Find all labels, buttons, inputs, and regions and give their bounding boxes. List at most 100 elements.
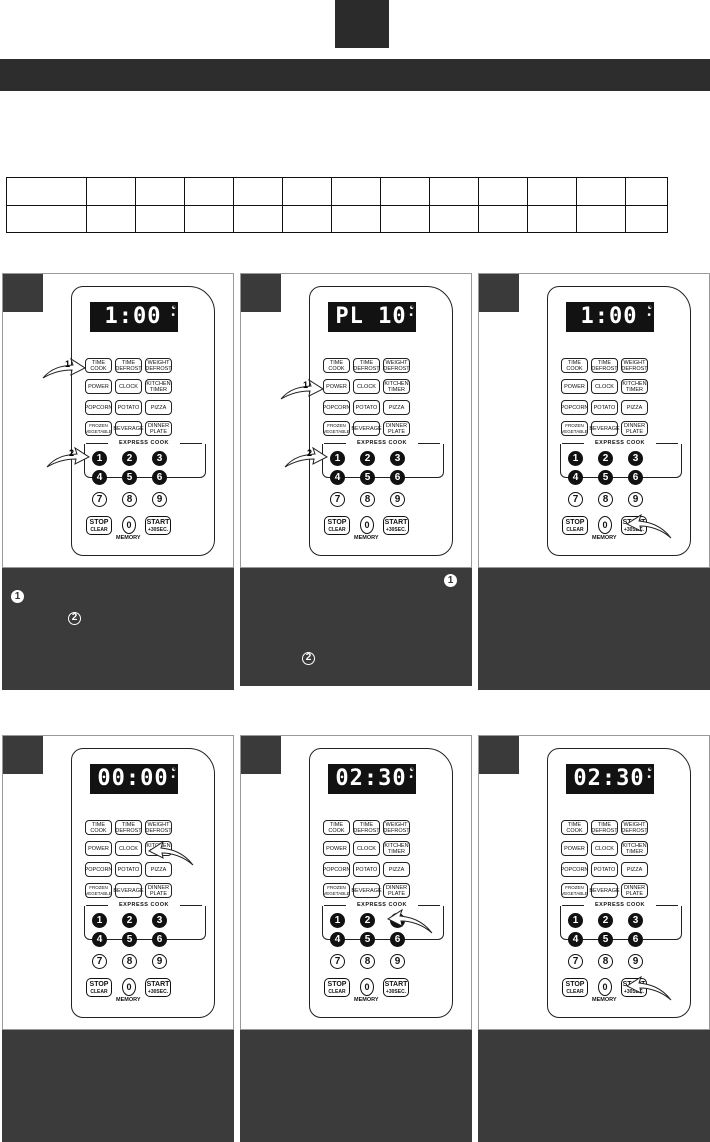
number-8-button[interactable]: 8 [360,492,375,507]
clock-button[interactable]: CLOCK [115,841,142,856]
number-3-button[interactable]: 3 [390,451,405,466]
time-cook-button[interactable]: TIME COOK [85,820,112,835]
time-cook-button[interactable]: TIME COOK [561,358,588,373]
beverage-button[interactable]: BEVERAGE [113,421,144,436]
start-button[interactable]: START+30SEC. [383,978,409,997]
number-6-button[interactable]: 6 [390,470,405,485]
time-cook-button[interactable]: TIME COOK [561,820,588,835]
time-cook-button[interactable]: TIME COOK [323,358,350,373]
number-8-button[interactable]: 8 [598,492,613,507]
number-1-button[interactable]: 1 [568,913,583,928]
number-0-button[interactable]: 0 [598,516,612,534]
dinner-plate-button[interactable]: DINNER PLATE [383,421,410,436]
dinner-plate-button[interactable]: DINNER PLATE [145,421,172,436]
potato-button[interactable]: POTATO [591,862,618,877]
weight-defrost-button[interactable]: WEIGHT DEFROST [383,820,410,835]
number-4-button[interactable]: 4 [330,932,345,947]
number-3-button[interactable]: 3 [628,451,643,466]
number-8-button[interactable]: 8 [598,954,613,969]
power-button[interactable]: POWER [561,379,588,394]
potato-button[interactable]: POTATO [591,400,618,415]
number-5-button[interactable]: 5 [598,470,613,485]
kitchen-timer-button[interactable]: KITCHEN TIMER [621,379,648,394]
weight-defrost-button[interactable]: WEIGHT DEFROST [145,358,172,373]
number-4-button[interactable]: 4 [92,470,107,485]
popcorn-button[interactable]: POPCORN [561,862,588,877]
beverage-button[interactable]: BEVERAGE [351,421,382,436]
number-0-button[interactable]: 0 [360,978,374,996]
potato-button[interactable]: POTATO [353,862,380,877]
number-9-button[interactable]: 9 [390,954,405,969]
beverage-button[interactable]: BEVERAGE [589,421,620,436]
number-7-button[interactable]: 7 [92,954,107,969]
dinner-plate-button[interactable]: DINNER PLATE [621,421,648,436]
popcorn-button[interactable]: POPCORN [85,400,112,415]
number-9-button[interactable]: 9 [390,492,405,507]
frozen-vegetable-button[interactable]: FROZEN VEGETABLE [85,883,112,898]
kitchen-timer-button[interactable]: KITCHEN TIMER [621,841,648,856]
frozen-vegetable-button[interactable]: FROZEN VEGETABLE [561,421,588,436]
number-2-button[interactable]: 2 [360,913,375,928]
pizza-button[interactable]: PIZZA [621,862,648,877]
weight-defrost-button[interactable]: WEIGHT DEFROST [621,820,648,835]
dinner-plate-button[interactable]: DINNER PLATE [621,883,648,898]
kitchen-timer-button[interactable]: KITCHEN TIMER [145,379,172,394]
number-7-button[interactable]: 7 [92,492,107,507]
power-button[interactable]: POWER [323,841,350,856]
weight-defrost-button[interactable]: WEIGHT DEFROST [145,820,172,835]
number-0-button[interactable]: 0 [360,516,374,534]
beverage-button[interactable]: BEVERAGE [351,883,382,898]
time-cook-button[interactable]: TIME COOK [323,820,350,835]
frozen-vegetable-button[interactable]: FROZEN VEGETABLE [323,421,350,436]
number-7-button[interactable]: 7 [568,954,583,969]
frozen-vegetable-button[interactable]: FROZEN VEGETABLE [323,883,350,898]
number-6-button[interactable]: 6 [628,470,643,485]
start-button[interactable]: START+30SEC. [145,516,171,535]
number-1-button[interactable]: 1 [92,451,107,466]
time-defrost-button[interactable]: TIME DEFROST [115,358,142,373]
number-2-button[interactable]: 2 [360,451,375,466]
number-1-button[interactable]: 1 [92,913,107,928]
number-8-button[interactable]: 8 [360,954,375,969]
number-7-button[interactable]: 7 [568,492,583,507]
clock-button[interactable]: CLOCK [115,379,142,394]
number-9-button[interactable]: 9 [628,492,643,507]
kitchen-timer-button[interactable]: KITCHEN TIMER [383,379,410,394]
power-button[interactable]: POWER [85,379,112,394]
time-defrost-button[interactable]: TIME DEFROST [353,358,380,373]
number-1-button[interactable]: 1 [330,913,345,928]
number-9-button[interactable]: 9 [152,492,167,507]
number-5-button[interactable]: 5 [598,932,613,947]
power-button[interactable]: POWER [561,841,588,856]
power-button[interactable]: POWER [323,379,350,394]
number-2-button[interactable]: 2 [122,451,137,466]
potato-button[interactable]: POTATO [115,862,142,877]
number-7-button[interactable]: 7 [330,954,345,969]
frozen-vegetable-button[interactable]: FROZEN VEGETABLE [85,421,112,436]
pizza-button[interactable]: PIZZA [621,400,648,415]
dinner-plate-button[interactable]: DINNER PLATE [145,883,172,898]
number-0-button[interactable]: 0 [122,978,136,996]
number-1-button[interactable]: 1 [568,451,583,466]
pizza-button[interactable]: PIZZA [145,862,172,877]
number-1-button[interactable]: 1 [330,451,345,466]
number-8-button[interactable]: 8 [122,492,137,507]
popcorn-button[interactable]: POPCORN [323,400,350,415]
number-9-button[interactable]: 9 [152,954,167,969]
number-6-button[interactable]: 6 [152,470,167,485]
number-3-button[interactable]: 3 [628,913,643,928]
number-4-button[interactable]: 4 [568,932,583,947]
number-2-button[interactable]: 2 [122,913,137,928]
number-2-button[interactable]: 2 [598,451,613,466]
clock-button[interactable]: CLOCK [591,379,618,394]
number-2-button[interactable]: 2 [598,913,613,928]
number-4-button[interactable]: 4 [568,470,583,485]
number-5-button[interactable]: 5 [360,470,375,485]
clock-button[interactable]: CLOCK [353,379,380,394]
number-4-button[interactable]: 4 [92,932,107,947]
number-9-button[interactable]: 9 [628,954,643,969]
